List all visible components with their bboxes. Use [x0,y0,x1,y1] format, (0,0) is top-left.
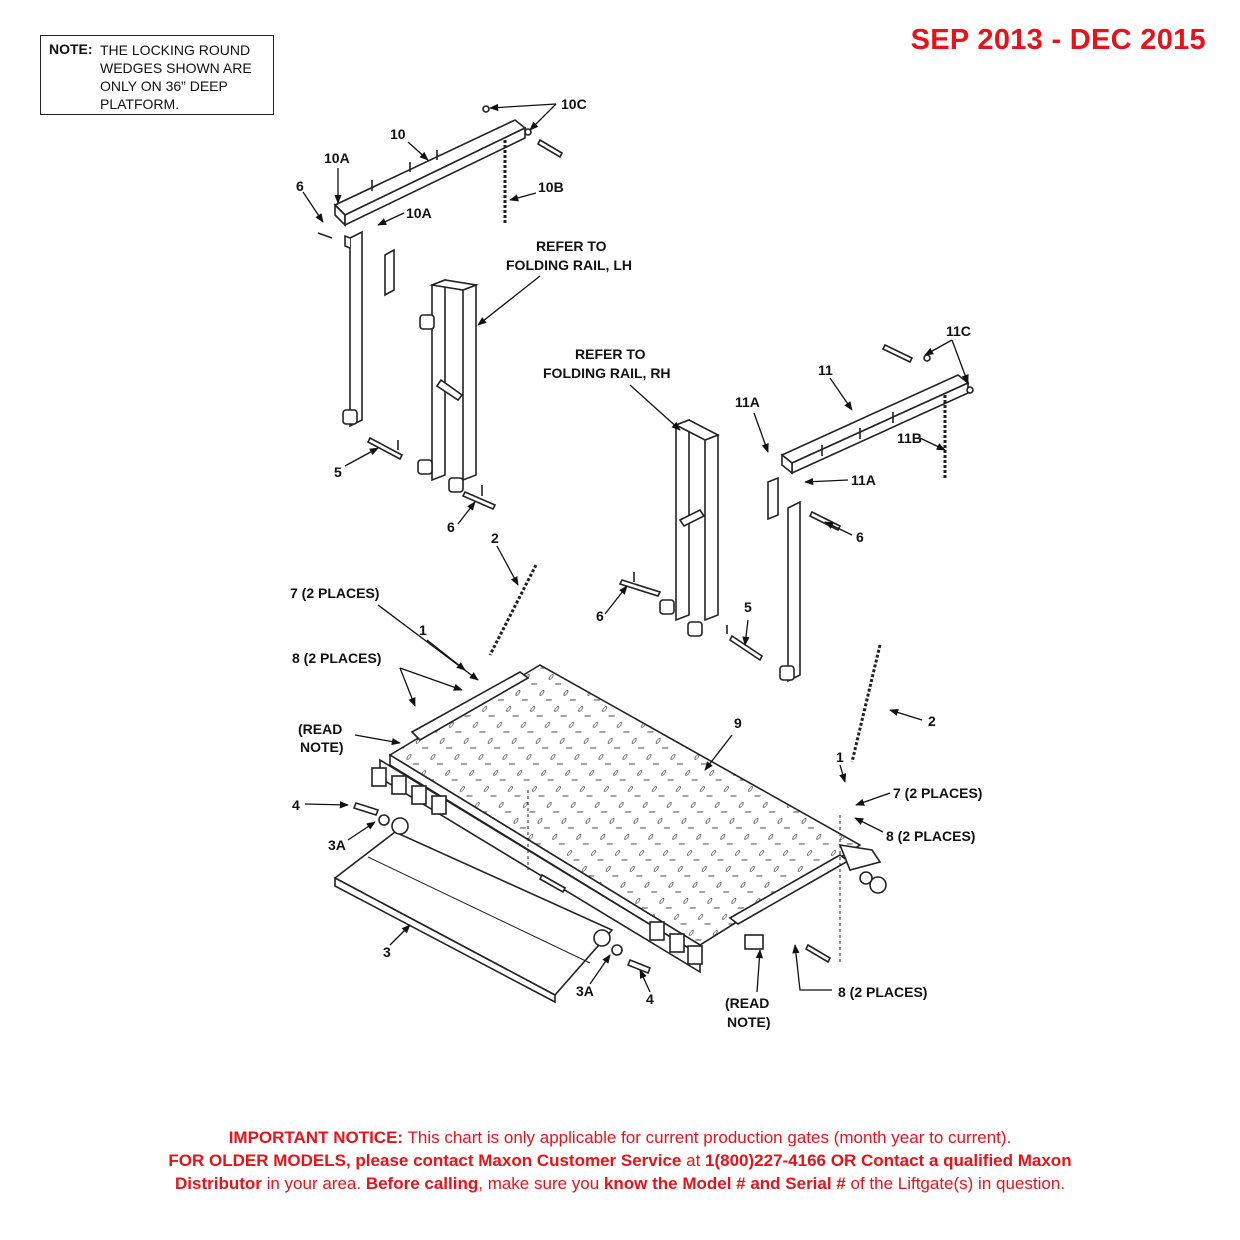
callout-8: 8 (2 PLACES) [838,984,927,1000]
date-range-title: SEP 2013 - DEC 2015 [910,24,1206,56]
refer-folding-rail-lh: REFER TO [536,238,607,254]
refer-folding-rail-rh: REFER TO [575,346,646,362]
read-note-label: NOTE) [300,739,344,755]
note-line: WEDGES SHOWN ARE [100,60,252,76]
callout-6: 6 [447,519,455,535]
notice-bold: IMPORTANT NOTICE: [228,1128,404,1147]
callout-6: 6 [856,529,864,545]
note-text: THE LOCKING ROUND WEDGES SHOWN ARE ONLY … [100,41,272,113]
callout-4: 4 [292,797,300,813]
callout-3a: 3A [576,983,594,999]
callout-11a: 11A [735,394,760,410]
callout-6: 6 [296,178,304,194]
refer-folding-rail-lh: FOLDING RAIL, LH [506,257,632,273]
notice-line-1: IMPORTANT NOTICE: This chart is only app… [0,1126,1240,1149]
callout-8: 8 (2 PLACES) [886,828,975,844]
rail-assembly-lh [317,105,564,511]
callout-5: 5 [744,599,752,615]
rail-assembly-rh [618,343,974,683]
callout-2: 2 [928,713,936,729]
notice-bold: know the Model # and Serial # [603,1174,846,1193]
notice-text: at [681,1151,706,1170]
callout-1: 1 [836,749,844,765]
callout-10c: 10C [561,96,587,112]
callout-4: 4 [646,991,654,1007]
callout-10: 10 [390,126,406,142]
read-note-label: NOTE) [727,1014,771,1030]
callout-11a: 11A [851,472,876,488]
callout-3a: 3A [328,837,346,853]
notice-text: This chart is only applicable for curren… [403,1128,1012,1147]
note-line: PLATFORM. [100,96,180,112]
note-line: ONLY ON 36” DEEP [100,78,228,94]
callout-2: 2 [491,530,499,546]
callout-11b: 11B [897,430,922,446]
callout-7: 7 (2 PLACES) [290,585,379,601]
callout-10a: 10A [324,150,350,166]
read-note-label: (READ [298,721,342,737]
platform-assembly [371,664,887,974]
callout-1: 1 [419,622,427,638]
callout-8: 8 (2 PLACES) [292,650,381,666]
notice-line-3: Distributor in your area. Before calling… [0,1172,1240,1195]
callout-7: 7 (2 PLACES) [893,785,982,801]
note-box: NOTE: THE LOCKING ROUND WEDGES SHOWN ARE… [40,35,274,115]
callout-10a: 10A [406,205,432,221]
read-note-label: (READ [725,995,769,1011]
callout-9: 9 [734,715,742,731]
refer-folding-rail-rh: FOLDING RAIL, RH [543,365,671,381]
notice-line-2: FOR OLDER MODELS, please contact Maxon C… [0,1149,1240,1172]
note-label: NOTE: [49,41,93,57]
callout-11: 11 [818,362,833,378]
important-notice: IMPORTANT NOTICE: This chart is only app… [0,1126,1240,1195]
leader-lines [302,103,969,993]
note-line: THE LOCKING ROUND [100,42,251,58]
callout-labels: 10C 10 10A 10A 10B 6 REFER TO FOLDING RA… [290,96,982,1030]
notice-bold: Distributor [174,1174,262,1193]
flipover-assembly [333,802,652,1004]
callout-6: 6 [596,608,604,624]
notice-bold: Before calling [365,1174,479,1193]
notice-text: , make sure you [478,1174,604,1193]
notice-text: of the Liftgate(s) in question. [845,1174,1066,1193]
callout-5: 5 [334,464,342,480]
callout-3: 3 [383,944,391,960]
notice-phone: 1(800)227-4166 OR Contact a qualified Ma… [705,1151,1072,1170]
callout-11c: 11C [946,323,971,339]
callout-10b: 10B [538,179,564,195]
notice-bold: FOR OLDER MODELS, please contact Maxon C… [168,1151,682,1170]
notice-text: in your area. [261,1174,366,1193]
chain-parts [488,564,882,763]
